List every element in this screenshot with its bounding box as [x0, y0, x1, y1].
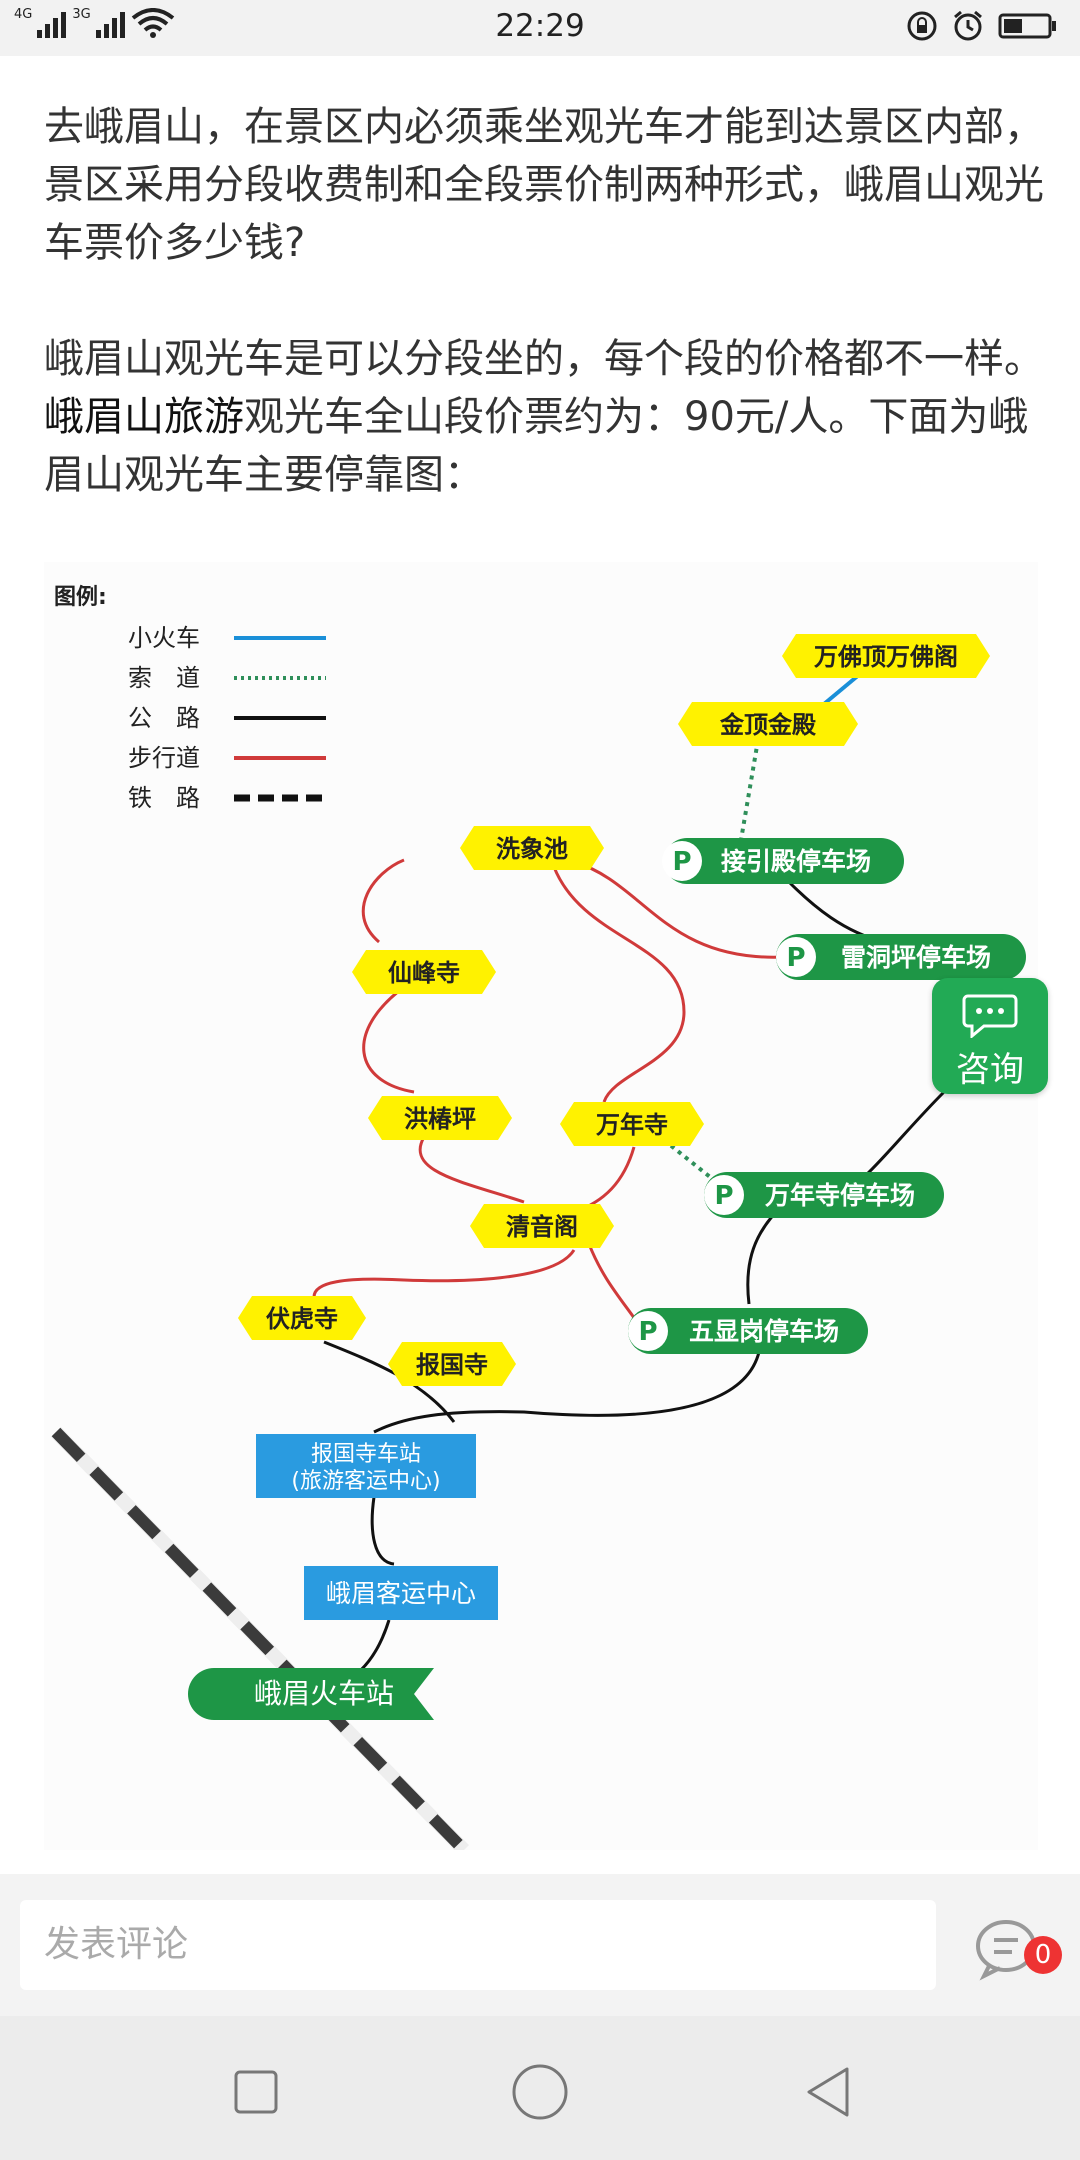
article-paragraph-1: 去峨眉山，在景区内必须乘坐观光车才能到达景区内部，景区采用分段收费制和全段票价制… — [44, 104, 1044, 266]
square-icon — [234, 2070, 278, 2114]
consult-button[interactable]: 咨询 — [932, 978, 1048, 1094]
spot-qingyinge: 清音阁 — [470, 1204, 614, 1248]
parking-wanniansi: P 万年寺停车场 — [704, 1172, 944, 1218]
spot-xianfengsi: 仙峰寺 — [352, 950, 496, 994]
cableway-route-2 — [662, 1138, 712, 1179]
parking-symbol: P — [714, 1181, 733, 1211]
signal-icon: 4G — [14, 7, 67, 38]
legend-label-train: 小火车 — [128, 624, 200, 652]
comment-input[interactable]: 发表评论 — [20, 1900, 936, 1990]
station-baoguosi-line1: 报国寺车站 — [311, 1442, 421, 1467]
comment-count-badge: 0 — [1024, 1936, 1062, 1974]
paragraph-2-prefix: 峨眉山观光车是可以分段坐的，每个段的价格都不一样。 — [44, 336, 1044, 382]
station-baoguosi-line2: (旅游客运中心) — [291, 1469, 440, 1494]
rotation-lock-icon — [907, 11, 937, 41]
status-bar: 4G 3G 22:29 — [0, 0, 1080, 56]
spot-xixiangchi-label: 洗象池 — [496, 835, 568, 863]
cableway-route — [739, 739, 760, 841]
spot-hongchunping: 洪椿坪 — [368, 1096, 512, 1140]
parking-wuxiangang: P 五显岗停车场 — [628, 1308, 868, 1354]
status-right — [906, 10, 1058, 42]
spot-xixiangchi: 洗象池 — [460, 826, 604, 870]
spot-baoguosi: 报国寺 — [388, 1342, 516, 1386]
back-button[interactable] — [788, 2052, 868, 2132]
parking-leidongping-label: 雷洞坪停车场 — [841, 943, 991, 972]
road-station-center — [370, 1496, 395, 1566]
navigation-bar — [0, 2016, 1080, 2160]
battery-icon — [998, 13, 1056, 39]
spot-jinding-label: 金顶金殿 — [719, 711, 817, 739]
legend-label-railway: 铁 路 — [128, 784, 200, 812]
parking-wanniansi-label: 万年寺停车场 — [765, 1181, 915, 1210]
home-button[interactable] — [500, 2052, 580, 2132]
spot-xianfengsi-label: 仙峰寺 — [388, 959, 460, 987]
trail-hongchun-qingyin — [418, 1136, 525, 1204]
road-jieyin-leidong — [787, 880, 885, 944]
trail-xixiang-wannian — [552, 866, 686, 1103]
trail-xixiang-leidong — [573, 860, 785, 959]
station-emei-railway-label: 峨眉火车站 — [254, 1677, 394, 1710]
legend-label-trail: 步行道 — [128, 744, 200, 772]
article-paragraph-2: 峨眉山观光车是可以分段坐的，每个段的价格都不一样。峨眉山旅游观光车全山段价票约为… — [44, 330, 1044, 504]
recent-apps-button[interactable] — [216, 2052, 296, 2132]
network-type-2: 3G — [72, 7, 91, 22]
trail-xixiang-xianfeng — [361, 858, 405, 944]
circle-icon — [512, 2064, 568, 2120]
spot-wanfoding-label: 万佛顶万佛阁 — [814, 643, 958, 671]
clock: 22:29 — [495, 8, 585, 44]
status-left: 4G 3G — [14, 8, 175, 38]
parking-symbol: P — [786, 943, 805, 973]
spot-jinding: 金顶金殿 — [678, 702, 858, 746]
alarm-icon — [954, 10, 982, 41]
spot-fuhusi: 伏虎寺 — [238, 1296, 366, 1340]
parking-symbol: P — [672, 847, 691, 877]
spot-wanfoding: 万佛顶万佛阁 — [782, 634, 990, 678]
comment-bar: 发表评论 0 — [0, 1874, 1080, 2016]
railway-line-edge — [50, 1427, 470, 1855]
legend-label-cableway: 索 道 — [128, 664, 200, 692]
triangle-back-icon — [807, 2067, 849, 2117]
railway-line-dashes — [51, 1427, 469, 1855]
paragraph-2-suffix: 观光车全山段价票约为：90元/人。下面为峨眉山观光车主要停靠图： — [44, 394, 1029, 498]
spot-wanniansi-label: 万年寺 — [596, 1111, 668, 1139]
keyword-link[interactable]: 峨眉山旅游 — [44, 394, 244, 440]
trail-wannian-qingyin — [573, 1146, 636, 1214]
trail-qingyin-fuhu — [312, 1249, 576, 1298]
legend-label-road: 公 路 — [128, 704, 200, 732]
spot-hongchunping-label: 洪椿坪 — [404, 1105, 476, 1133]
chat-bubble-icon — [962, 994, 1018, 1038]
station-emei-railway: 峨眉火车站 — [188, 1668, 434, 1720]
station-emei-bus-center: 峨眉客运中心 — [304, 1566, 498, 1620]
parking-jieyindian: P 接引殿停车场 — [662, 838, 904, 884]
road-wannian-wuxian — [746, 1202, 786, 1305]
network-type-1: 4G — [14, 7, 33, 22]
parking-symbol: P — [638, 1317, 657, 1347]
article-body: 去峨眉山，在景区内必须乘坐观光车才能到达景区内部，景区采用分段收费制和全段票价制… — [44, 98, 1044, 504]
spot-fuhusi-label: 伏虎寺 — [266, 1305, 338, 1333]
spot-qingyinge-label: 清音阁 — [506, 1213, 578, 1241]
station-emei-bus-center-label: 峨眉客运中心 — [326, 1579, 476, 1608]
trail-xianfeng-hongchun — [362, 985, 415, 1094]
route-map-image: 图例: 小火车 索 道 公 路 步行道 铁 路 — [44, 562, 1038, 1855]
station-baoguosi: 报国寺车站 (旅游客运中心) — [256, 1434, 476, 1498]
parking-wuxiangang-label: 五显岗停车场 — [689, 1317, 839, 1346]
parking-jieyindian-label: 接引殿停车场 — [721, 847, 871, 876]
signal-icon-2: 3G — [72, 7, 125, 38]
road-wuxian-baoguo — [373, 1351, 761, 1434]
legend-title: 图例: — [54, 585, 107, 610]
spot-baoguosi-label: 报国寺 — [416, 1351, 488, 1379]
spot-wanniansi: 万年寺 — [560, 1102, 704, 1146]
wifi-icon — [131, 8, 174, 38]
parking-leidongping: P 雷洞坪停车场 — [776, 934, 1026, 980]
consult-label: 咨询 — [956, 1050, 1024, 1090]
